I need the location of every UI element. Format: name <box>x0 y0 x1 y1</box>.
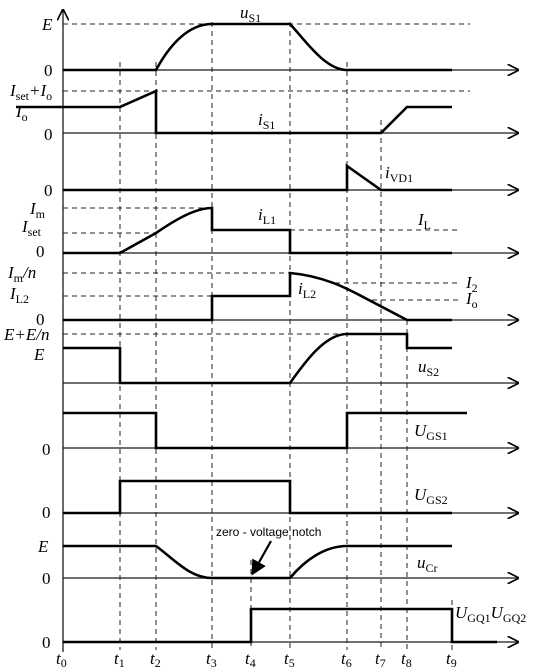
time-markers <box>119 22 453 650</box>
waveform-ugs2 <box>63 479 452 515</box>
level-label-e-plus-e-n: E+E/n <box>3 325 49 344</box>
zero-label-is1: 0 <box>44 125 53 144</box>
zero-label-ugs1: 0 <box>42 440 51 459</box>
waveform-ugs1 <box>63 411 467 450</box>
signal-label-il1: iL1 <box>258 205 276 227</box>
level-label-E-us2: E <box>33 345 45 364</box>
time-label-t3: t3 <box>206 649 217 669</box>
waveform-il2 <box>63 271 452 322</box>
signal-label-il2: iL2 <box>298 279 316 301</box>
signal-label-ivd1: iVD1 <box>385 163 413 185</box>
zero-label-ugs2: 0 <box>42 503 51 522</box>
time-label-t7: t7 <box>375 649 386 669</box>
time-label-t6: t6 <box>341 649 352 669</box>
time-label-t5: t5 <box>284 649 295 669</box>
annotation-arrow <box>251 540 272 576</box>
annotation-zero-voltage-notch: zero - voltage notch <box>216 525 321 539</box>
level-label-E: E <box>41 15 53 34</box>
zero-label-ivd1: 0 <box>44 181 53 200</box>
level-label-im-n: Im/n <box>7 263 36 285</box>
waveform-is1 <box>16 88 452 135</box>
signal-label-us2: uS2 <box>418 357 439 379</box>
signal-label-ugs1: UGS1 <box>414 421 448 443</box>
panel-ivd1: 0 iVD1 <box>44 163 518 200</box>
signal-label-is1: iS1 <box>258 110 275 132</box>
waveform-il1 <box>63 206 452 255</box>
time-label-t0: t0 <box>56 649 67 669</box>
level-label-im: Im <box>29 199 46 221</box>
zero-label-us1: 0 <box>44 61 53 80</box>
zero-label-ugq: 0 <box>42 633 51 652</box>
level-label-i2: I2 <box>465 273 478 295</box>
time-label-t1: t1 <box>114 649 125 669</box>
panel-il1: Im Iset 0 iL1 IL <box>21 199 518 261</box>
zero-label-ucr: 0 <box>42 569 51 588</box>
time-label-t4: t4 <box>245 649 256 669</box>
signal-label-ugq: UGQ1UGQ2 <box>455 603 526 625</box>
level-label-io: Io <box>15 102 28 124</box>
signal-label-ucr: uCr <box>417 553 438 575</box>
zero-label-il1: 0 <box>36 242 45 261</box>
level-label-iset: Iset <box>21 217 42 239</box>
waveform-us1 <box>63 22 452 72</box>
waveform-us2 <box>63 332 452 385</box>
time-label-t2: t2 <box>150 649 161 669</box>
level-label-il: IL <box>417 210 431 232</box>
level-label-io-2: Io <box>465 289 478 311</box>
waveform-ivd1 <box>63 163 452 192</box>
level-label-iset-plus-io: Iset+Io <box>9 81 52 103</box>
time-labels: t0 t1 t2 t3 t4 t5 t6 t7 t8 t9 <box>56 649 457 669</box>
panel-ugs1: 0 UGS1 <box>42 411 518 459</box>
level-label-il2: IL2 <box>9 284 29 306</box>
panel-il2: Im/n IL2 0 iL2 I2 Io <box>7 263 518 329</box>
panel-us2: E+E/n E uS2 <box>3 325 518 383</box>
panel-ugs2: 0 UGS2 <box>42 479 518 522</box>
waveform-ugq <box>63 607 497 644</box>
panel-is1: Iset+Io Io 0 iS1 <box>9 81 518 144</box>
signal-label-us1: uS1 <box>240 3 261 25</box>
level-label-E-ucr: E <box>37 537 49 556</box>
panel-us1: E 0 uS1 <box>41 3 518 80</box>
zero-label-il2: 0 <box>36 310 45 329</box>
panel-ugq: 0 UGQ1UGQ2 <box>42 603 526 652</box>
time-label-t9: t9 <box>446 649 457 669</box>
time-label-t8: t8 <box>401 649 412 669</box>
signal-label-ugs2: UGS2 <box>414 485 448 507</box>
panel-ucr: E 0 uCr zero - voltage notch <box>37 525 518 588</box>
waveform-ucr <box>63 544 452 580</box>
